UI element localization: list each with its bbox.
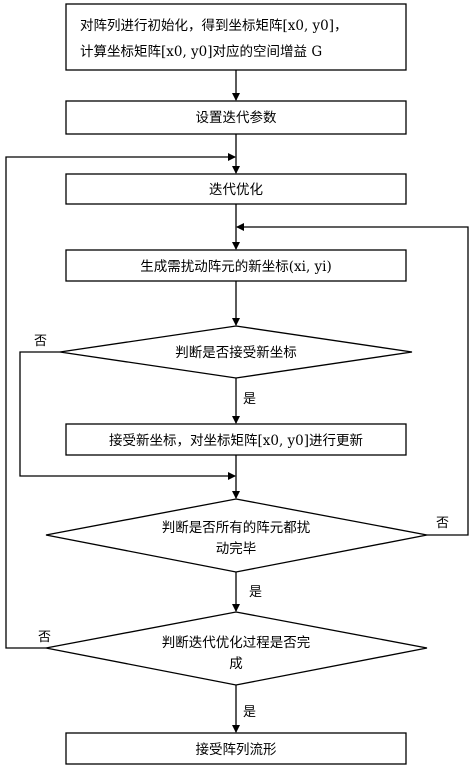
accept-update-box: 接受新坐标，对坐标矩阵[x0, y0]进行更新 xyxy=(65,423,407,456)
init-text-line2: 计算坐标矩阵[x0, y0]对应的空间增益 G xyxy=(80,43,322,60)
decide-accept-text: 判断是否接受新坐标 xyxy=(175,344,297,361)
decide-all-diamond: 判断是否所有的阵元都扰 动完毕 xyxy=(45,498,428,573)
loop-not-done-to-iterate xyxy=(5,153,236,649)
iterate-text: 迭代优化 xyxy=(209,182,263,198)
label-no-done: 否 xyxy=(38,630,51,645)
accept-shape-box: 接受阵列流形 xyxy=(65,732,407,765)
generate-text: 生成需扰动阵元的新坐标(xi, yi) xyxy=(140,259,332,275)
loop-not-all-to-generate xyxy=(236,223,469,536)
decide-done-diamond: 判断迭代优化过程是否完 成 xyxy=(45,611,428,686)
label-yes-accept: 是 xyxy=(243,392,256,407)
set-params-text: 设置迭代参数 xyxy=(196,109,277,126)
label-no-accept: 否 xyxy=(34,334,47,349)
init-box: 对阵列进行初始化，得到坐标矩阵[x0, y0]， 计算坐标矩阵[x0, y0]对… xyxy=(65,3,407,71)
init-text-line1: 对阵列进行初始化，得到坐标矩阵[x0, y0]， xyxy=(80,17,348,34)
generate-box: 生成需扰动阵元的新坐标(xi, yi) xyxy=(65,249,407,282)
decide-done-text-line1: 判断迭代优化过程是否完 xyxy=(162,635,311,651)
accept-shape-text: 接受阵列流形 xyxy=(196,741,277,758)
accept-update-text: 接受新坐标，对坐标矩阵[x0, y0]进行更新 xyxy=(109,432,363,449)
label-yes-done: 是 xyxy=(243,705,256,720)
label-no-all: 否 xyxy=(436,516,449,531)
decide-done-text-line2: 成 xyxy=(229,656,243,672)
iterate-box: 迭代优化 xyxy=(65,173,407,205)
decide-all-text-line1: 判断是否所有的阵元都扰 xyxy=(162,520,311,536)
label-yes-all: 是 xyxy=(249,585,262,600)
set-params-box: 设置迭代参数 xyxy=(65,100,407,135)
loop-reject-to-merge xyxy=(19,351,236,480)
decide-accept-diamond: 判断是否接受新坐标 xyxy=(59,325,413,379)
decide-all-text-line2: 动完毕 xyxy=(216,541,257,557)
